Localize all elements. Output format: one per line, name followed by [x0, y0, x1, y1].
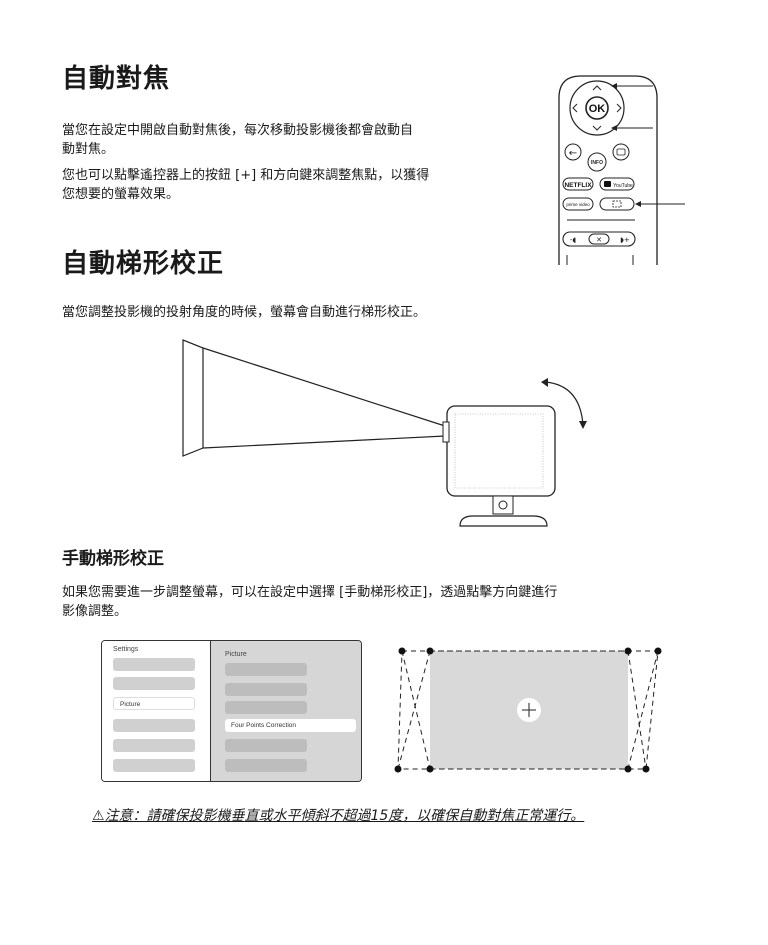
autofocus-paragraph-2-line-1: 您也可以點擊遙控器上的按鈕 [+] 和方向鍵來調整焦點，以獲得: [62, 168, 430, 183]
autofocus-paragraph-1-line-1: 當您在設定中開啟自動對焦後，每次移動投影機後都會啟動自: [62, 123, 414, 138]
settings-item: [113, 677, 195, 690]
settings-item: [113, 719, 195, 732]
info-label: INFO: [591, 160, 603, 166]
autofocus-paragraph-2-line-2: 您想要的螢幕效果。: [62, 187, 180, 202]
svg-text:←: ←: [569, 148, 577, 159]
svg-text:✕: ✕: [596, 236, 602, 244]
settings-item-picture: Picture: [113, 697, 195, 710]
manual-keystone-paragraph-line-1: 如果您需要進一步調整螢幕，可以在設定中選擇 [手動梯形校正]，透過點擊方向鍵進行: [62, 585, 558, 600]
svg-text:◗+: ◗+: [620, 236, 630, 244]
picture-panel: Picture Four Points Correction: [210, 641, 361, 781]
autofocus-title: 自動對焦: [62, 64, 171, 94]
settings-menu-mockup: Settings Picture Picture Four Points Cor…: [101, 640, 362, 782]
picture-item: [225, 663, 307, 676]
autofocus-paragraph-1-line-2: 動對焦。: [62, 142, 115, 157]
settings-label: Settings: [113, 646, 139, 653]
ok-label: OK: [589, 103, 606, 115]
picture-item: [225, 739, 307, 752]
autofocus-paragraph-2: 您也可以點擊遙控器上的按鈕 [+] 和方向鍵來調整焦點，以獲得 您想要的螢幕效果…: [62, 166, 542, 204]
netflix-label: NETFLIX: [564, 182, 592, 189]
youtube-label: YouTube: [613, 183, 633, 189]
remote-control-illustration: OK ← INFO NETFLIX YouTube prime video -◖…: [558, 75, 685, 265]
svg-text:-◖: -◖: [570, 236, 577, 244]
picture-item: [225, 701, 307, 714]
picture-item-four-points-correction: Four Points Correction: [225, 719, 356, 732]
settings-item: [113, 759, 195, 772]
auto-keystone-paragraph: 當您調整投影機的投射角度的時候，螢幕會自動進行梯形校正。: [62, 305, 427, 320]
manual-keystone-title: 手動梯形校正: [62, 549, 164, 569]
autofocus-paragraph-1: 當您在設定中開啟自動對焦後，每次移動投影機後都會啟動自 動對焦。: [62, 121, 542, 159]
projector-keystone-illustration: [182, 339, 587, 527]
picture-item: [225, 759, 307, 772]
settings-item: [113, 739, 195, 752]
settings-panel: Settings Picture: [102, 641, 210, 781]
manual-keystone-paragraph-line-2: 影像調整。: [62, 604, 128, 619]
prime-video-label: prime video: [566, 202, 590, 207]
tilt-notice: ⚠注意：請確保投影機垂直或水平傾斜不超過15度，以確保自動對焦正常運行。: [92, 808, 585, 824]
picture-item: [225, 683, 307, 696]
settings-item: [113, 658, 195, 671]
manual-keystone-paragraph: 如果您需要進一步調整螢幕，可以在設定中選擇 [手動梯形校正]，透過點擊方向鍵進行…: [62, 583, 742, 621]
auto-keystone-title: 自動梯形校正: [62, 249, 225, 279]
picture-label: Picture: [225, 651, 247, 658]
four-points-correction-diagram: [394, 647, 662, 773]
